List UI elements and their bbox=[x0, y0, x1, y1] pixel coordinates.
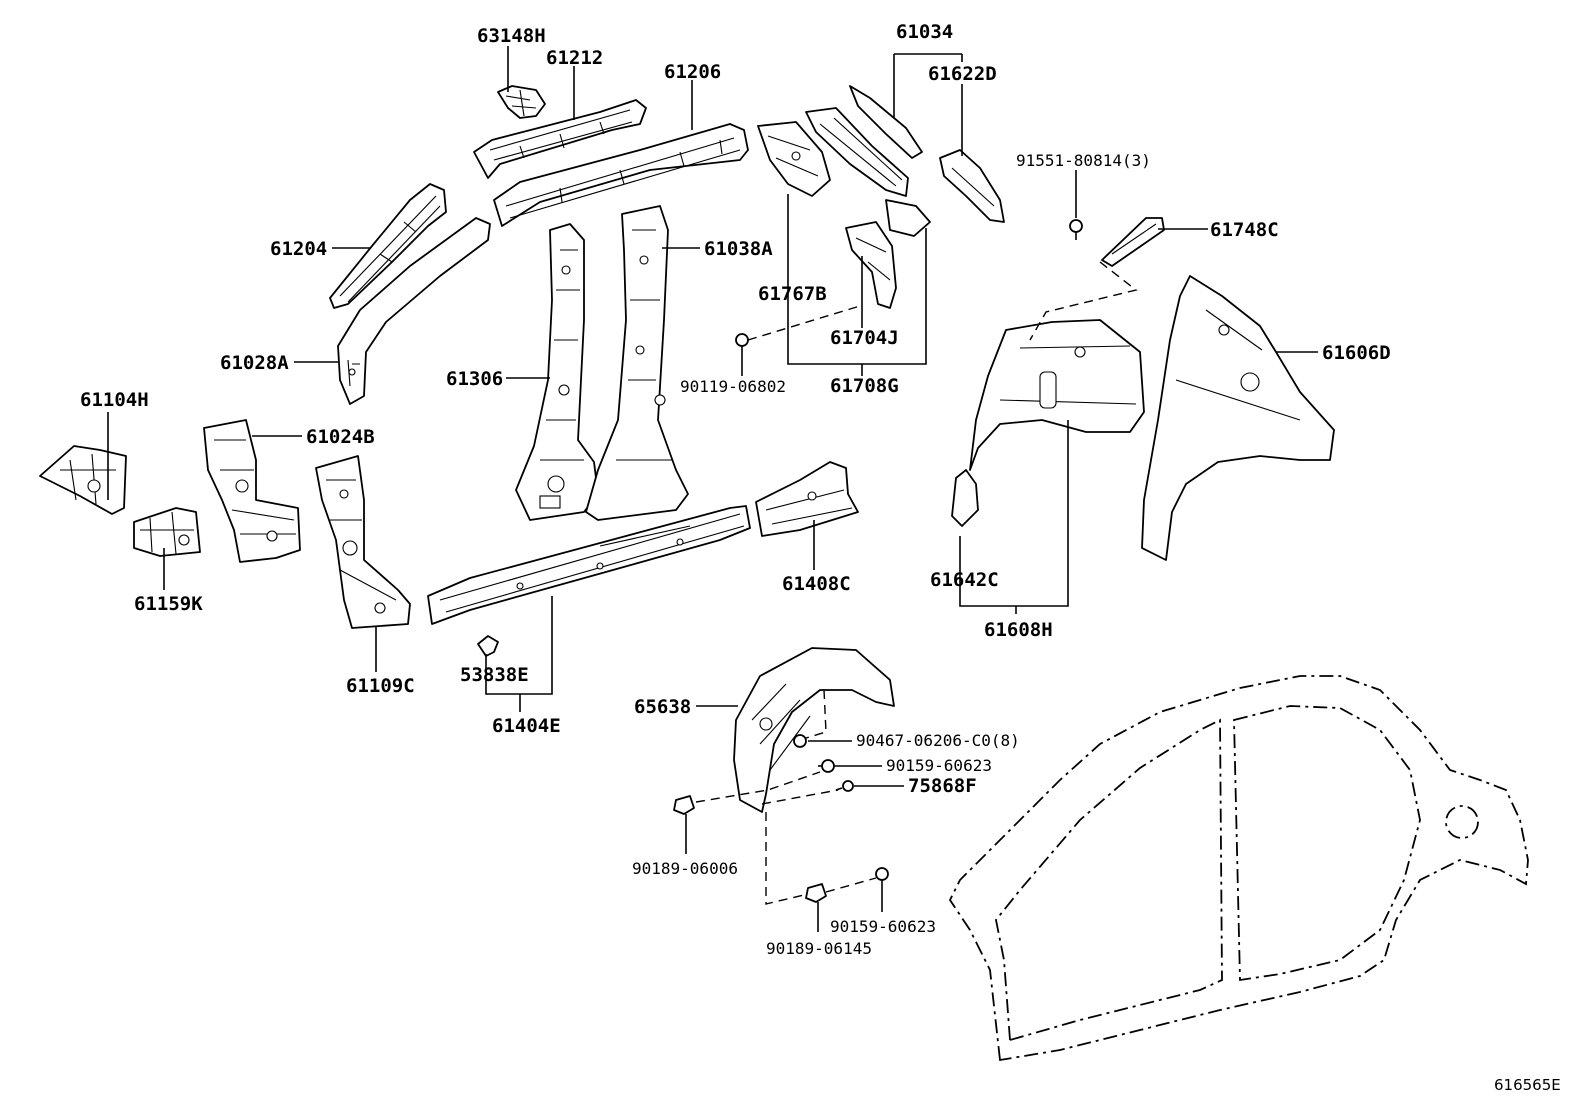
label-61038A: 61038A bbox=[704, 238, 773, 260]
part-53838E-shape bbox=[477, 635, 499, 657]
label-90189-b: 90189-06145 bbox=[766, 939, 872, 958]
part-61104H-shape bbox=[39, 445, 127, 515]
part-61206-shape bbox=[493, 123, 749, 227]
part-61024B-shape bbox=[203, 419, 301, 563]
part-63148H-shape bbox=[497, 85, 546, 119]
fastener-90189b-shape bbox=[805, 883, 827, 903]
label-75868F: 75868F bbox=[908, 775, 977, 797]
part-61212-shape bbox=[473, 99, 647, 179]
part-61109C-shape bbox=[315, 455, 411, 629]
part-61034-top-shape bbox=[849, 85, 923, 159]
label-65638: 65638 bbox=[634, 696, 691, 718]
label-91551: 91551-80814(3) bbox=[1016, 151, 1151, 170]
label-61767B: 61767B bbox=[758, 283, 827, 305]
label-61608H: 61608H bbox=[984, 619, 1053, 641]
label-61704J: 61704J bbox=[830, 327, 899, 349]
part-61708G-shape bbox=[885, 199, 931, 237]
part-61306-shape bbox=[515, 223, 599, 521]
fastener-90467-shape bbox=[793, 734, 807, 748]
label-90189-a: 90189-06006 bbox=[632, 859, 738, 878]
label-90159-b: 90159-60623 bbox=[830, 917, 936, 936]
label-61708G: 61708G bbox=[830, 375, 899, 397]
label-61642C: 61642C bbox=[930, 569, 999, 591]
part-61767B-shape bbox=[757, 121, 831, 197]
label-61606D: 61606D bbox=[1322, 342, 1391, 364]
label-61404E: 61404E bbox=[492, 715, 561, 737]
fastener-90159a-shape bbox=[818, 759, 835, 773]
label-63148H: 63148H bbox=[477, 25, 546, 47]
label-61206: 61206 bbox=[664, 61, 721, 83]
part-61034-shape bbox=[805, 107, 909, 197]
leader-lines bbox=[107, 46, 1318, 932]
label-53838E: 53838E bbox=[460, 664, 529, 686]
part-61028A-shape bbox=[337, 217, 491, 405]
part-61408C-shape bbox=[755, 461, 859, 537]
label-61204: 61204 bbox=[270, 238, 327, 260]
bolt-91551-shape bbox=[1069, 219, 1083, 240]
part-labels: 63148H 61212 61206 61034 61622D 91551-80… bbox=[80, 21, 1561, 1094]
part-61704J-shape bbox=[845, 221, 897, 309]
body-side-outline bbox=[948, 675, 1529, 1062]
label-61212: 61212 bbox=[546, 47, 603, 69]
fastener-75868F-shape bbox=[835, 780, 854, 792]
label-90119: 90119-06802 bbox=[680, 377, 786, 396]
part-61642C-shape bbox=[951, 469, 979, 527]
label-61034: 61034 bbox=[896, 21, 953, 43]
label-61109C: 61109C bbox=[346, 675, 415, 697]
part-61608H-shape bbox=[969, 319, 1145, 471]
reference-code: 616565E bbox=[1494, 1076, 1561, 1094]
part-61159K-shape bbox=[133, 507, 201, 557]
part-61038A-shape bbox=[585, 205, 689, 521]
part-61622D-shape bbox=[939, 149, 1005, 223]
bolt-90119-shape bbox=[735, 333, 749, 352]
fastener-90189a-shape bbox=[673, 795, 695, 815]
part-61404E-shape bbox=[427, 505, 751, 625]
part-61204-shape bbox=[329, 183, 447, 309]
part-65638-shape bbox=[733, 647, 895, 813]
label-61024B: 61024B bbox=[306, 426, 375, 448]
label-90467: 90467-06206-C0(8) bbox=[856, 731, 1020, 750]
label-61104H: 61104H bbox=[80, 389, 149, 411]
label-90159-a: 90159-60623 bbox=[886, 756, 992, 775]
label-61622D: 61622D bbox=[928, 63, 997, 85]
part-61748C-shape bbox=[1101, 217, 1165, 267]
label-61306: 61306 bbox=[446, 368, 503, 390]
part-61606D-shape bbox=[1141, 275, 1335, 561]
label-61028A: 61028A bbox=[220, 352, 289, 374]
label-61748C: 61748C bbox=[1210, 219, 1279, 241]
assembly-dash-lines bbox=[695, 261, 1138, 905]
label-61408C: 61408C bbox=[782, 573, 851, 595]
fastener-90159b-shape bbox=[875, 867, 889, 881]
label-61159K: 61159K bbox=[134, 593, 203, 615]
